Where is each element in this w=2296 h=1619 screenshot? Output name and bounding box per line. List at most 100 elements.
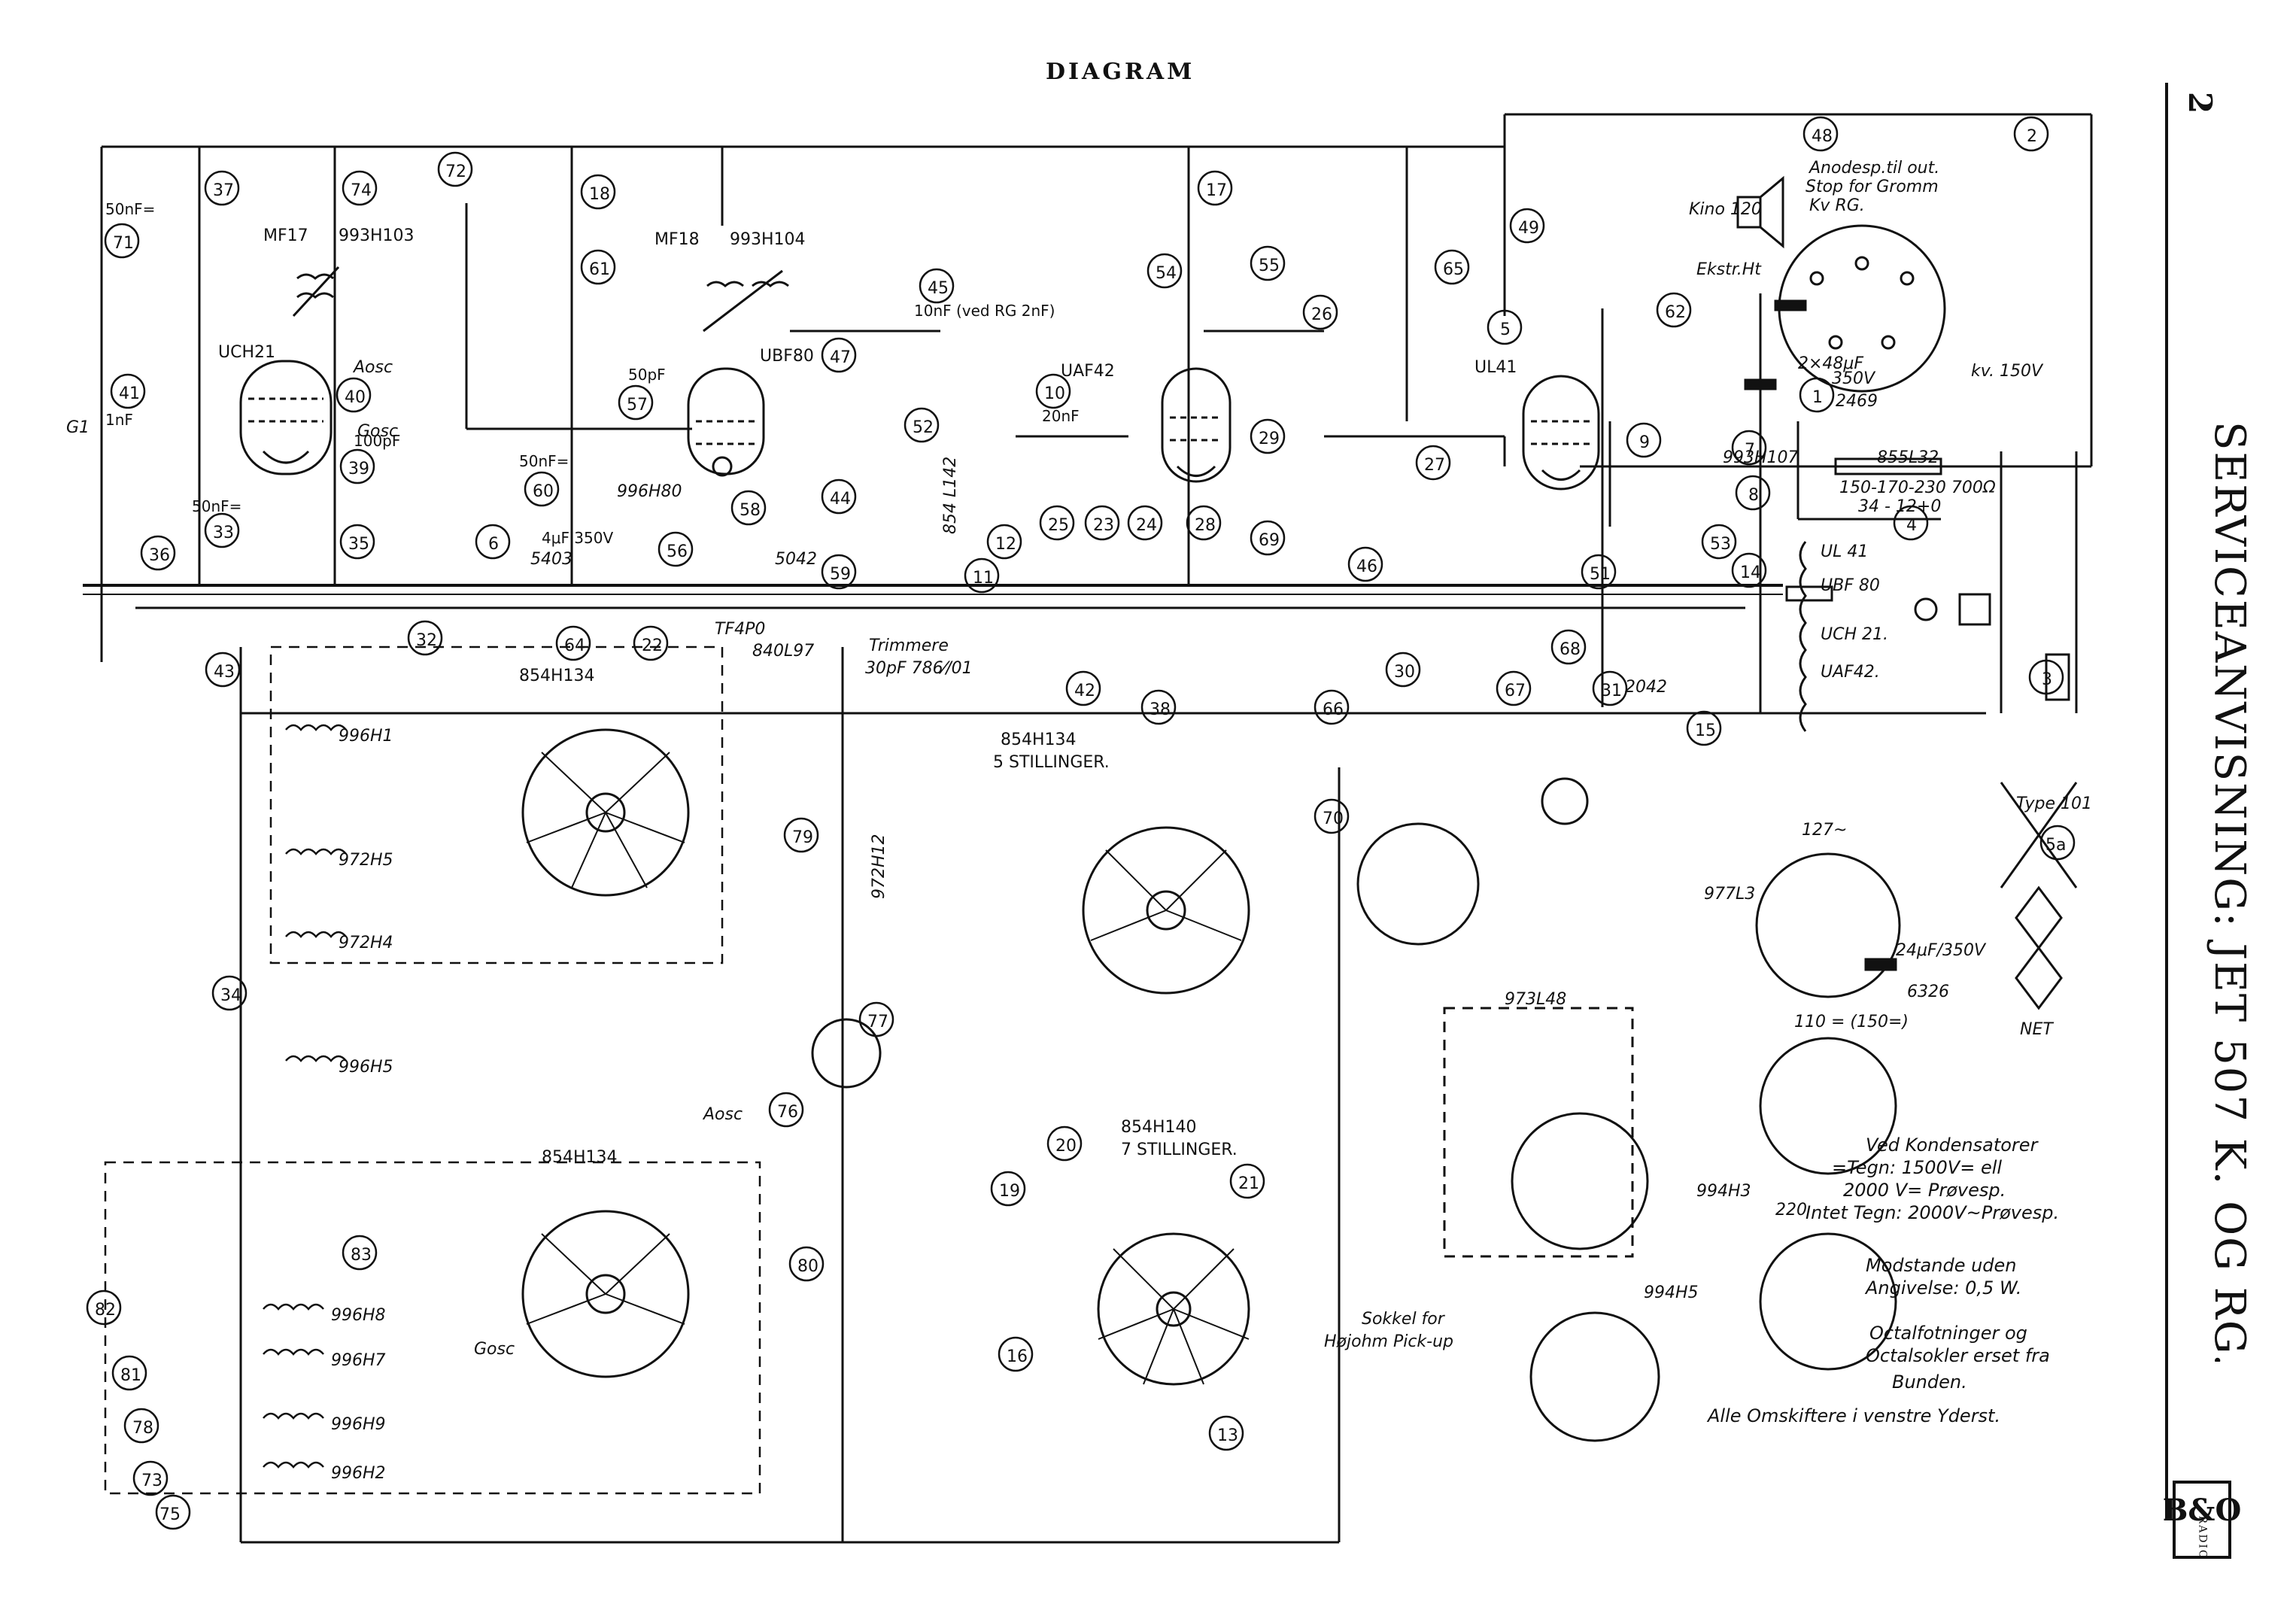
transformer-mf17: MF17 993H103: [263, 226, 415, 317]
label-cap2x48-part: 2469: [1836, 392, 1878, 411]
callout-43: 43: [205, 652, 241, 688]
svg-text:79: 79: [792, 828, 813, 847]
label-type101: Type 101: [2016, 794, 2092, 813]
callout-72: 72: [437, 151, 473, 187]
tube-label-ul41: UL41: [1474, 358, 1517, 377]
svg-text:996H2: 996H2: [331, 1464, 386, 1483]
label-heater-3: UAF42.: [1821, 663, 1880, 682]
svg-text:5: 5: [1500, 320, 1511, 339]
svg-text:61: 61: [589, 260, 610, 279]
svg-text:33: 33: [213, 524, 234, 542]
callout-17: 17: [1197, 170, 1233, 206]
callout-35: 35: [339, 524, 375, 560]
callout-13: 13: [1208, 1415, 1244, 1451]
svg-text:6: 6: [488, 535, 499, 554]
svg-text:MF17: MF17: [263, 226, 308, 245]
callout-64: 64: [555, 625, 591, 661]
callout-67: 67: [1496, 670, 1532, 706]
callout-74: 74: [342, 170, 378, 206]
switch-854h134-lower: 854H134: [521, 1148, 690, 1378]
svg-text:41: 41: [119, 384, 140, 403]
svg-text:10: 10: [1044, 384, 1065, 403]
callout-81: 81: [111, 1355, 147, 1391]
label-taps2: 34 - 12+0: [1858, 497, 1941, 516]
callout-76: 76: [768, 1092, 804, 1128]
callout-22: 22: [633, 625, 669, 661]
callout-61: 61: [580, 249, 616, 285]
label-tf4p0: TF4P0: [715, 620, 765, 639]
callout-55: 55: [1250, 245, 1286, 281]
svg-text:22: 22: [642, 636, 663, 655]
svg-text:996H8: 996H8: [331, 1306, 386, 1325]
note-9: Alle Omskiftere i venstre Yderst.: [1706, 1405, 2000, 1426]
svg-text:7 STILLINGER.: 7 STILLINGER.: [1121, 1141, 1238, 1159]
callout-38: 38: [1140, 689, 1177, 725]
callout-78: 78: [123, 1408, 159, 1444]
svg-text:993H104: 993H104: [730, 230, 806, 249]
svg-text:39: 39: [348, 460, 369, 478]
callout-11: 11: [964, 557, 1000, 594]
svg-text:27: 27: [1424, 456, 1445, 475]
svg-text:57: 57: [627, 396, 648, 415]
svg-text:100pF: 100pF: [354, 432, 400, 450]
svg-text:66: 66: [1323, 700, 1344, 719]
callout-62: 62: [1656, 292, 1692, 328]
note-1: =Tegn: 1500V= ell: [1832, 1157, 2002, 1178]
svg-text:854H134: 854H134: [1001, 731, 1077, 749]
svg-text:3: 3: [2042, 670, 2052, 689]
svg-text:854H140: 854H140: [1121, 1118, 1197, 1137]
svg-text:62: 62: [1665, 303, 1686, 322]
svg-text:71: 71: [113, 234, 134, 253]
side-title: SERVICEANVISNING: JET 507 K. OG RG.: [2185, 421, 2276, 1368]
label-993h107: 993H107: [1723, 448, 1799, 467]
callout-23: 23: [1084, 505, 1120, 541]
tube-ul41: UL41: [1474, 358, 1600, 491]
svg-text:17: 17: [1206, 181, 1227, 200]
svg-text:83: 83: [351, 1246, 372, 1265]
svg-text:45: 45: [928, 279, 949, 298]
label-gosc: Gosc: [357, 422, 398, 441]
svg-text:43: 43: [214, 663, 235, 682]
side-title-text: SERVICEANVISNING: JET 507 K. OG RG.: [2205, 421, 2254, 1362]
callout-75: 75: [155, 1494, 191, 1530]
svg-text:18: 18: [589, 185, 610, 204]
sockets: [811, 777, 1901, 1442]
callout-70: 70: [1314, 798, 1350, 834]
label-994h5: 994H5: [1644, 1283, 1699, 1302]
svg-text:59: 59: [830, 565, 851, 584]
svg-text:854H134: 854H134: [542, 1148, 618, 1167]
callout-66: 66: [1314, 689, 1350, 725]
logo-mark: B&O: [2162, 1493, 2242, 1528]
label-v220: 220: [1775, 1201, 1807, 1220]
label-heater-0: UL 41: [1821, 542, 1868, 561]
callout-21: 21: [1229, 1163, 1265, 1199]
diagram-title: DIAGRAM: [1046, 59, 1195, 85]
label-heater-1: UBF 80: [1821, 576, 1880, 595]
label-gosc-2: Gosc: [474, 1340, 515, 1359]
notes: Ved Kondensatorer =Tegn: 1500V= ell 2000…: [1706, 1135, 2059, 1426]
bo-logo: B&O RADIO: [2163, 1481, 2241, 1560]
svg-text:36: 36: [149, 546, 170, 565]
svg-text:26: 26: [1311, 305, 1332, 324]
tube-ubf80: UBF80: [687, 347, 814, 477]
svg-text:50pF: 50pF: [628, 366, 666, 384]
svg-text:23: 23: [1093, 516, 1114, 535]
svg-text:854H134: 854H134: [519, 667, 595, 685]
svg-text:52: 52: [913, 418, 934, 437]
callout-47: 47: [821, 337, 857, 373]
label-cap2x48-v: 350V: [1832, 369, 1876, 388]
callout-37: 37: [204, 170, 240, 206]
svg-text:35: 35: [348, 535, 369, 554]
callout-34: 34: [211, 975, 248, 1011]
callout-1: 1: [1799, 377, 1835, 413]
svg-text:21: 21: [1238, 1174, 1259, 1193]
label-anode-1: Anodesp.til out.: [1808, 159, 1939, 178]
label-trimmere: Trimmere: [869, 636, 949, 655]
tube-label-uaf42: UAF42: [1061, 362, 1115, 381]
svg-text:73: 73: [141, 1472, 162, 1490]
svg-text:53: 53: [1710, 535, 1731, 554]
svg-text:82: 82: [95, 1301, 116, 1320]
callout-26: 26: [1302, 294, 1338, 330]
callout-56: 56: [658, 531, 694, 567]
